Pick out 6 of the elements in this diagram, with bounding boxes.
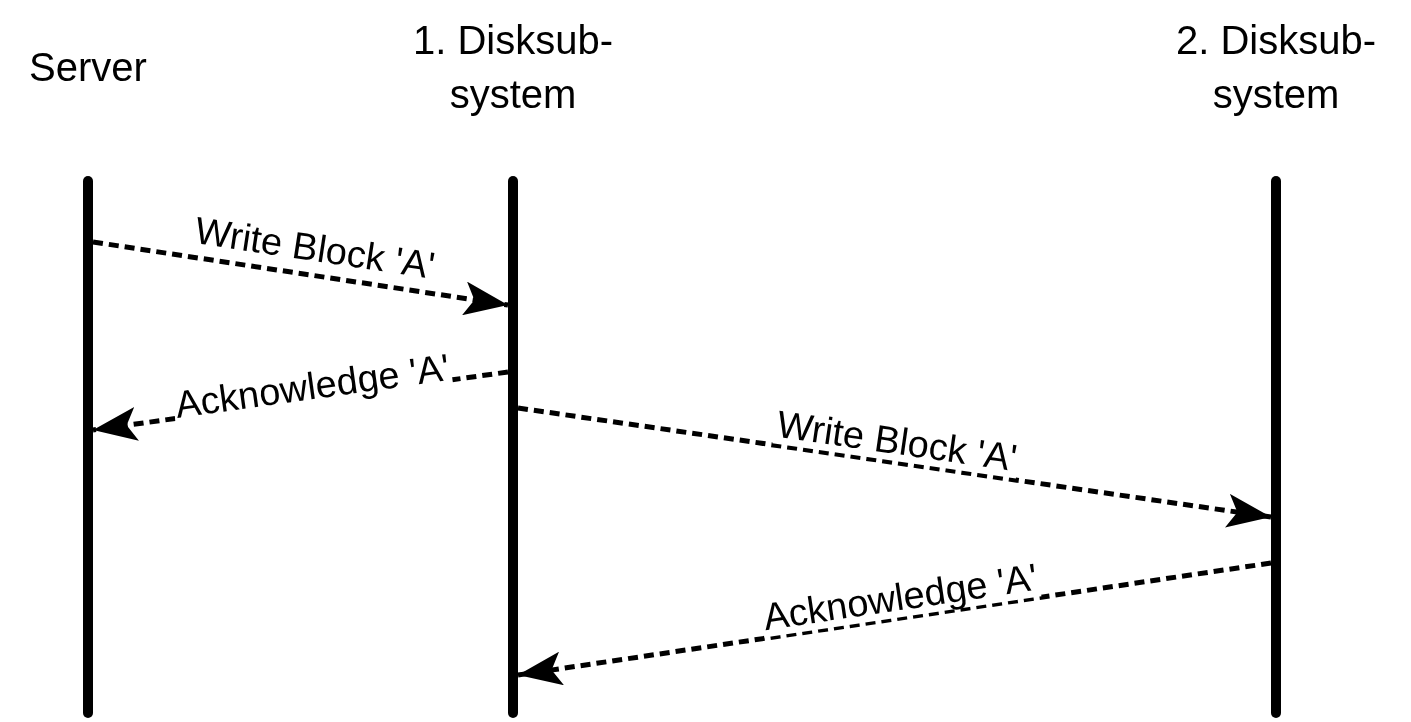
participant-label: 1. Disksub- system — [411, 17, 615, 118]
arrow — [517, 405, 1272, 528]
arrow — [517, 560, 1272, 686]
arrow — [92, 239, 509, 316]
participant-label: Server — [28, 44, 148, 91]
participant-label: 2. Disksub- system — [1174, 17, 1378, 118]
